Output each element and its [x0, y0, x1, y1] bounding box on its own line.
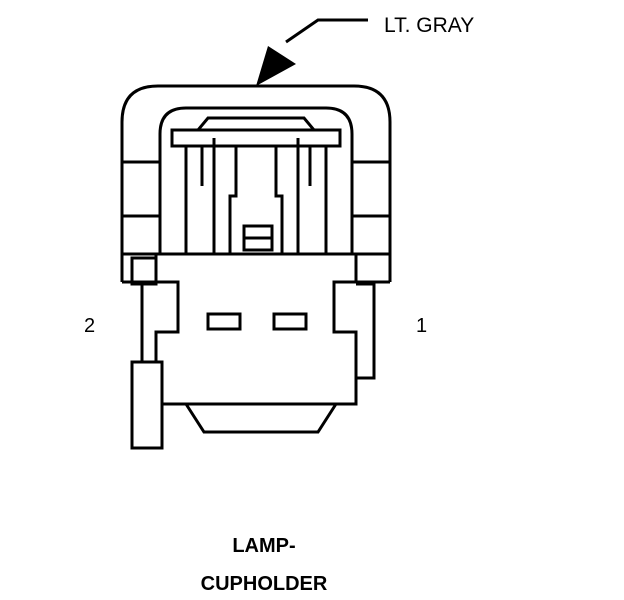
callout-label: LT. GRAY	[384, 14, 474, 37]
terminal-cavity-2	[206, 312, 242, 331]
diagram-title-line1: LAMP-	[232, 535, 295, 557]
terminal-cavity-1	[272, 312, 308, 331]
pin-label-2: 2	[84, 315, 95, 337]
connector-body	[130, 252, 376, 450]
connector-latch	[170, 116, 342, 260]
pin-label-1: 1	[416, 315, 427, 337]
callout-arrowhead	[256, 46, 296, 86]
callout-leader	[256, 18, 368, 86]
connector-hood	[120, 84, 392, 284]
diagram-title-line2: CUPHOLDER	[201, 573, 328, 595]
